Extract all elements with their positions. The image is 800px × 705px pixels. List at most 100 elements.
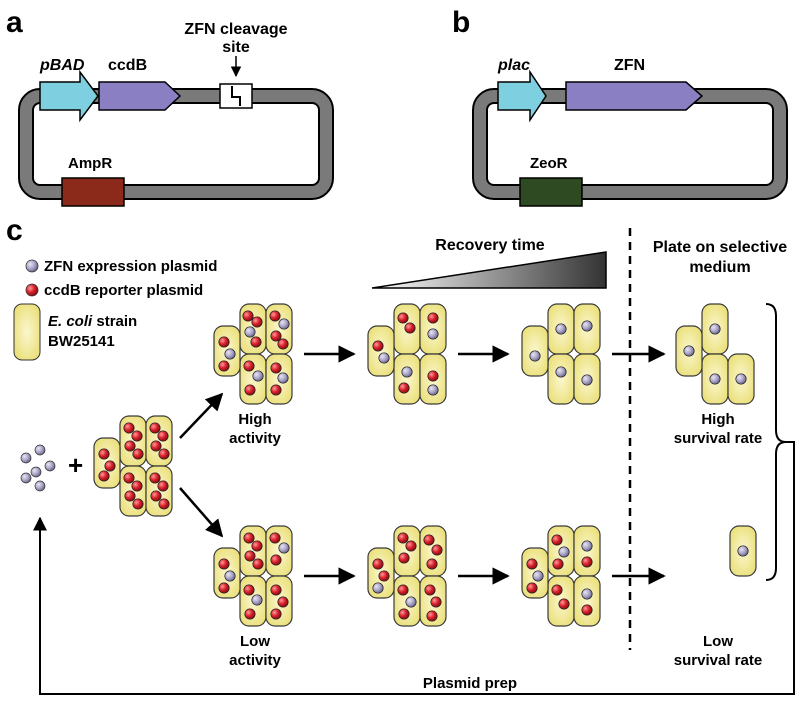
ccdb-reporter-plasmid [218, 336, 230, 348]
ccdb-reporter-plasmid [430, 596, 442, 608]
ccdb-reporter-plasmid [251, 316, 263, 328]
plus-sign: + [68, 450, 83, 480]
zfn-expression-plasmid [581, 588, 593, 600]
ccdb-reporter-plasmid [150, 440, 162, 452]
ccdb-reporter-plasmid [104, 460, 116, 472]
cleavage-break-mark [231, 86, 241, 106]
legend-zfn-plasmid-label: ZFN expression plasmid [44, 258, 217, 275]
plasmid-prep-loop [33, 441, 795, 695]
ecoli-cell [119, 465, 147, 517]
ccdb-reporter-plasmid [243, 532, 255, 544]
ccdb-reporter-plasmid [405, 540, 417, 552]
zfn-expression-plasmid [555, 366, 567, 378]
ccdb-reporter-plasmid [270, 554, 282, 566]
zfn-expression-plasmid [372, 582, 384, 594]
zfn-expression-plasmid [44, 460, 56, 472]
selection-bracket [765, 303, 787, 581]
zfn-expression-plasmid [278, 542, 290, 554]
low-activity-label-1: Low [240, 633, 270, 650]
zfn-expression-plasmid [34, 444, 46, 456]
plasmid-a: pBAD ccdB ZFN cleavage site AmpR [18, 21, 334, 207]
input-zfn-plasmids [20, 444, 56, 492]
cleavage-site-label-1: ZFN cleavage [184, 21, 287, 38]
low-survival-label-1: Low [703, 633, 733, 650]
legend-ccdb-plasmid-label: ccdB reporter plasmid [44, 282, 203, 299]
ccdb-reporter-plasmid [398, 552, 410, 564]
ecoli-cell [367, 325, 395, 377]
ecoli-cell [145, 465, 173, 517]
ccdb-reporter-plasmid [244, 550, 256, 562]
ccdb-reporter-plasmid [427, 370, 439, 382]
legend-strain-label-2: BW25141 [48, 333, 115, 350]
zfn-expression-plasmid [709, 323, 721, 335]
plate-label-1: Plate on selective [653, 239, 787, 256]
ccdb-reporter-plasmid [157, 430, 169, 442]
ccdb-reporter-plasmid [431, 544, 443, 556]
ccdb-reporter-plasmid [269, 532, 281, 544]
zeor-marker-box [519, 177, 583, 207]
ccdb-reporter-plasmid [269, 310, 281, 322]
legend-ccdb-plasmid-swatch [25, 283, 39, 297]
zfn-expression-plasmid [581, 374, 593, 386]
cleavage-site-label-2: site [222, 39, 250, 56]
zfn-expression-plasmid [427, 328, 439, 340]
zfn-expression-plasmid [20, 472, 32, 484]
plac-promoter-arrow [497, 69, 547, 123]
ccdb-reporter-plasmid [124, 440, 136, 452]
ccdb-reporter-plasmid [277, 596, 289, 608]
ccdb-reporter-plasmid [158, 448, 170, 460]
pbad-promoter-arrow [39, 69, 99, 123]
ccdb-reporter-plasmid [372, 558, 384, 570]
ccdb-reporter-plasmid [427, 312, 439, 324]
plasmid-prep-label: Plasmid prep [423, 675, 517, 692]
panel-label-a: a [6, 6, 23, 39]
ccdb-reporter-plasmid [132, 448, 144, 460]
ccdb-reporter-plasmid [423, 534, 435, 546]
zfn-expression-plasmid [20, 452, 32, 464]
ccdb-reporter-plasmid [132, 498, 144, 510]
low-survival-label-2: survival rate [674, 652, 762, 669]
zfn-expression-plasmid [405, 596, 417, 608]
flow-arrows [179, 345, 666, 585]
ccdb-reporter-plasmid [124, 490, 136, 502]
cells-layer [93, 303, 757, 627]
ccdb-reporter-plasmid [558, 598, 570, 610]
high-survival-label-1: High [701, 411, 734, 428]
ccdb-reporter-plasmid [243, 584, 255, 596]
zfn-expression-plasmid [378, 352, 390, 364]
ccdb-reporter-plasmid [397, 584, 409, 596]
ccdb-reporter-plasmid [131, 430, 143, 442]
ecoli-cell [239, 525, 267, 577]
ccdb-reporter-plasmid [526, 582, 538, 594]
high-survival-label-2: survival rate [674, 430, 762, 447]
zfn-expression-plasmid [558, 546, 570, 558]
high-activity-label-1: High [238, 411, 271, 428]
zfn-expression-plasmid [709, 373, 721, 385]
ccdb-reporter-plasmid [398, 382, 410, 394]
zfn-expression-plasmid [555, 323, 567, 335]
ccdb-reporter-plasmid [270, 608, 282, 620]
zfn-gene-label: ZFN [614, 57, 645, 74]
ecoli-cell [145, 415, 173, 467]
ccdb-reporter-plasmid [218, 558, 230, 570]
ccdb-reporter-plasmid [242, 310, 254, 322]
ccdb-reporter-plasmid [250, 336, 262, 348]
ccdb-reporter-plasmid [372, 340, 384, 352]
ccdb-reporter-plasmid [131, 480, 143, 492]
zfn-expression-plasmid [224, 348, 236, 360]
recovery-time-ramp [371, 251, 607, 289]
panel-label-c: c [6, 214, 23, 247]
zeor-label: ZeoR [530, 155, 568, 172]
zfn-expression-plasmid [252, 370, 264, 382]
zfn-expression-plasmid [737, 545, 749, 557]
ccdb-reporter-plasmid [270, 362, 282, 374]
ccdb-reporter-plasmid [581, 604, 593, 616]
ccdb-reporter-plasmid [551, 584, 563, 596]
plac-label: plac [497, 57, 530, 74]
pbad-label: pBAD [39, 57, 85, 74]
legend: ZFN expression plasmid ccdB reporter pla… [13, 258, 217, 361]
ccdb-gene-arrow [98, 81, 182, 111]
zfn-gene-arrow [565, 81, 704, 111]
ccdb-reporter-plasmid [218, 582, 230, 594]
